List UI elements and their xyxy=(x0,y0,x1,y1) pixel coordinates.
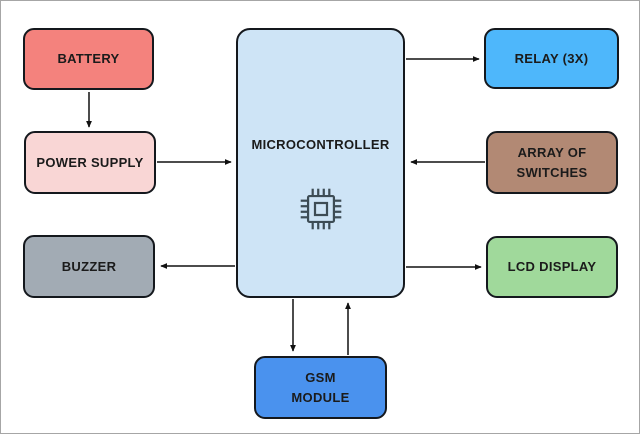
node-microcontroller: MICROCONTROLLER xyxy=(236,28,405,298)
node-power-supply: POWER SUPPLY xyxy=(24,131,156,194)
node-battery: BATTERY xyxy=(23,28,154,90)
node-gsm-module-label-line1: GSM xyxy=(305,369,336,385)
node-power-supply-label: POWER SUPPLY xyxy=(36,154,144,170)
node-array-of-switches-label-line1: ARRAY OF xyxy=(517,144,587,160)
node-relay-3x-label: RELAY (3X) xyxy=(514,50,589,66)
node-array-of-switches: ARRAY OF SWITCHES xyxy=(486,131,618,194)
node-relay-3x: RELAY (3X) xyxy=(484,28,619,89)
node-lcd-display-label: LCD DISPLAY xyxy=(507,259,597,274)
node-gsm-module: GSM MODULE xyxy=(254,356,387,419)
node-gsm-module-label-line2: MODULE xyxy=(291,389,350,405)
node-buzzer: BUZZER xyxy=(23,235,155,298)
node-lcd-display: LCD DISPLAY xyxy=(486,236,618,298)
node-microcontroller-label: MICROCONTROLLER xyxy=(251,137,390,152)
node-array-of-switches-label-line2: SWITCHES xyxy=(516,164,588,180)
node-battery-label: BATTERY xyxy=(57,51,120,66)
chip-icon xyxy=(300,188,341,230)
node-buzzer-label: BUZZER xyxy=(61,258,117,274)
